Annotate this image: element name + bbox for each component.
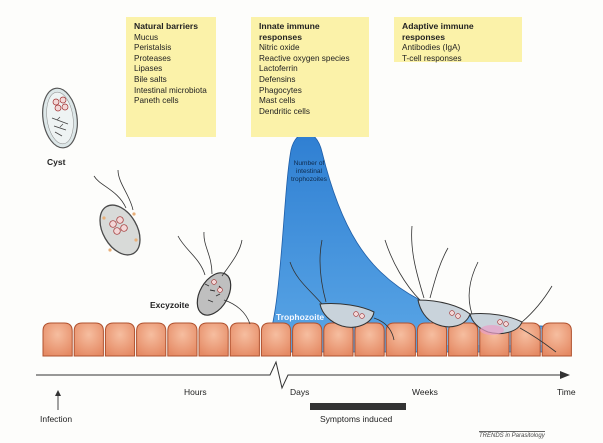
epithelial-cell (293, 323, 322, 356)
epithelial-cell (355, 323, 384, 356)
curve-label-line: trophozoites (283, 176, 335, 184)
symptoms-label: Symptoms induced (320, 414, 392, 424)
cyst-label: Cyst (47, 157, 65, 167)
infection-arrow (55, 390, 61, 410)
curve-label-line: intestinal (283, 168, 335, 176)
weeks-label: Weeks (412, 387, 438, 397)
epithelial-cell (261, 323, 290, 356)
epithelial-cell (105, 323, 134, 356)
adaptive-response-item: Antibodies (IgA) (402, 43, 516, 54)
curve-label: Number of intestinal trophozoites (283, 160, 335, 184)
adaptive-responses-box: Adaptive immune responses Antibodies (Ig… (394, 17, 522, 62)
epithelial-cell (386, 323, 415, 356)
adaptive-response-item: T-cell responses (402, 54, 516, 65)
natural-barrier-item: Proteases (134, 54, 210, 65)
source-credit: TRENDS in Parasitology (479, 431, 545, 439)
natural-barrier-item: Mucus (134, 33, 210, 44)
time-axis (36, 362, 570, 388)
epithelial-cell (137, 323, 166, 356)
hours-label: Hours (184, 387, 207, 397)
natural-barrier-item: Bile salts (134, 75, 210, 86)
symptoms-bar (310, 403, 406, 410)
curve-label-line: Number of (283, 160, 335, 168)
innate-response-item: Lactoferrin (259, 64, 363, 75)
epithelial-cell (230, 323, 259, 356)
epithelial-cell (449, 323, 478, 356)
days-label: Days (290, 387, 309, 397)
innate-response-item: Defensins (259, 75, 363, 86)
innate-response-item: Phagocytes (259, 86, 363, 97)
innate-response-item: Reactive oxygen species (259, 54, 363, 65)
epithelial-cell (168, 323, 197, 356)
innate-response-item: Dendritic cells (259, 107, 363, 118)
time-label: Time (557, 387, 576, 397)
epithelial-cell (74, 323, 103, 356)
natural-barrier-item: Paneth cells (134, 96, 210, 107)
epithelial-cell (199, 323, 228, 356)
natural-barrier-item: Peristalsis (134, 43, 210, 54)
cyst-icon (39, 86, 81, 150)
natural-barrier-item: Lipases (134, 64, 210, 75)
natural-barriers-title: Natural barriers (134, 21, 210, 32)
innate-response-item: Mast cells (259, 96, 363, 107)
epithelial-cell (542, 323, 571, 356)
innate-responses-title: Innate immune responses (259, 21, 363, 42)
infection-label: Infection (40, 414, 72, 424)
excyzoite-parasite-icon (178, 232, 250, 324)
innate-response-item: Nitric oxide (259, 43, 363, 54)
excyzoite-label: Excyzoite (150, 300, 189, 310)
epithelial-cell (324, 323, 353, 356)
excysting-parasite-icon (92, 170, 148, 262)
natural-barrier-item: Intestinal microbiota (134, 86, 210, 97)
epithelial-cell (417, 323, 446, 356)
innate-responses-box: Innate immune responses Nitric oxide Rea… (251, 17, 369, 137)
adaptive-responses-title: Adaptive immune responses (402, 21, 516, 42)
natural-barriers-box: Natural barriers Mucus Peristalsis Prote… (126, 17, 216, 137)
epithelial-cell (43, 323, 72, 356)
trophozoite-label: Trophozoite (276, 312, 324, 322)
